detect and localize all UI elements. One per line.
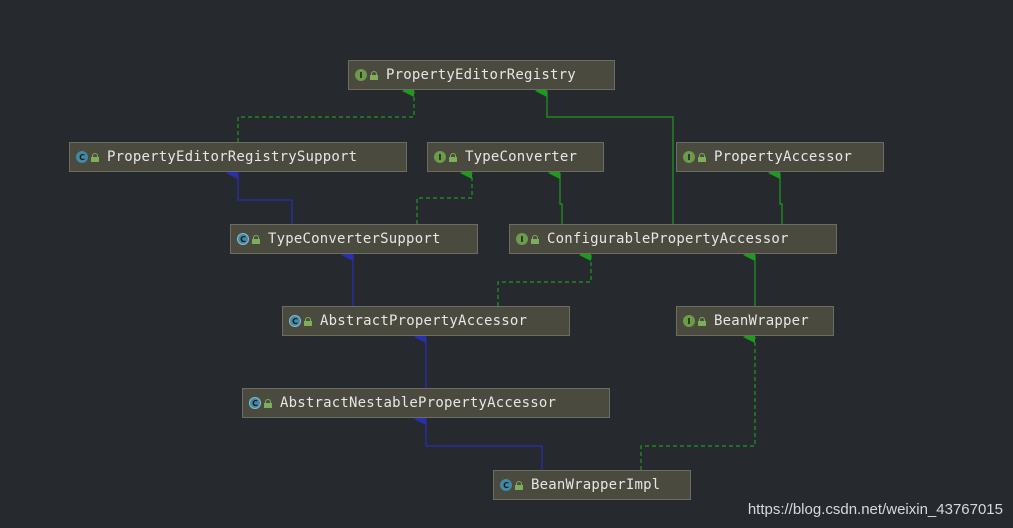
lock-icon (515, 480, 523, 490)
node-type-converter[interactable]: I TypeConverter (427, 142, 604, 172)
abstract-class-icon: C (237, 233, 249, 245)
edge-cpa-to-per (535, 85, 674, 224)
edge-bwi-to-bw (640, 331, 756, 470)
node-abstract-property-accessor[interactable]: C AbstractPropertyAccessor (282, 306, 570, 336)
edge-tcs-to-tc (416, 167, 473, 224)
node-label: AbstractNestablePropertyAccessor (280, 395, 557, 411)
lock-icon (91, 152, 99, 162)
edge-cpa-to-tc (548, 167, 563, 224)
node-abstract-nestable-property-accessor[interactable]: C AbstractNestablePropertyAccessor (242, 388, 610, 418)
class-icon: C (76, 151, 88, 163)
node-label: BeanWrapper (714, 313, 809, 329)
node-label: PropertyEditorRegistry (386, 67, 576, 83)
edge-cpa-to-pa (768, 167, 783, 224)
lock-icon (370, 70, 378, 80)
lock-icon (304, 316, 312, 326)
edge-bwi-to-anpa (414, 413, 543, 470)
edge-apa-to-cpa (497, 249, 592, 306)
node-property-editor-registry[interactable]: I PropertyEditorRegistry (348, 60, 615, 90)
lock-icon (264, 398, 272, 408)
interface-icon: I (683, 315, 695, 327)
lock-icon (698, 152, 706, 162)
node-property-editor-registry-support[interactable]: C PropertyEditorRegistrySupport (69, 142, 407, 172)
node-label: TypeConverter (465, 149, 578, 165)
node-label: AbstractPropertyAccessor (320, 313, 528, 329)
node-bean-wrapper-impl[interactable]: C BeanWrapperImpl (493, 470, 691, 500)
node-label: TypeConverterSupport (268, 231, 441, 247)
node-configurable-property-accessor[interactable]: I ConfigurablePropertyAccessor (509, 224, 837, 254)
interface-icon: I (516, 233, 528, 245)
lock-icon (531, 234, 539, 244)
watermark: https://blog.csdn.net/weixin_43767015 (747, 501, 1003, 518)
node-label: PropertyAccessor (714, 149, 853, 165)
lock-icon (698, 316, 706, 326)
class-icon: C (500, 479, 512, 491)
interface-icon: I (434, 151, 446, 163)
interface-icon: I (683, 151, 695, 163)
lock-icon (252, 234, 260, 244)
node-label: ConfigurablePropertyAccessor (547, 231, 789, 247)
node-property-accessor[interactable]: I PropertyAccessor (676, 142, 884, 172)
edge-pers-to-per (237, 85, 415, 142)
abstract-class-icon: C (249, 397, 261, 409)
node-label: PropertyEditorRegistrySupport (107, 149, 358, 165)
interface-icon: I (355, 69, 367, 81)
node-bean-wrapper[interactable]: I BeanWrapper (676, 306, 834, 336)
edge-tcs-to-pers (226, 167, 293, 224)
node-type-converter-support[interactable]: C TypeConverterSupport (230, 224, 478, 254)
lock-icon (449, 152, 457, 162)
node-label: BeanWrapperImpl (531, 477, 661, 493)
abstract-class-icon: C (289, 315, 301, 327)
